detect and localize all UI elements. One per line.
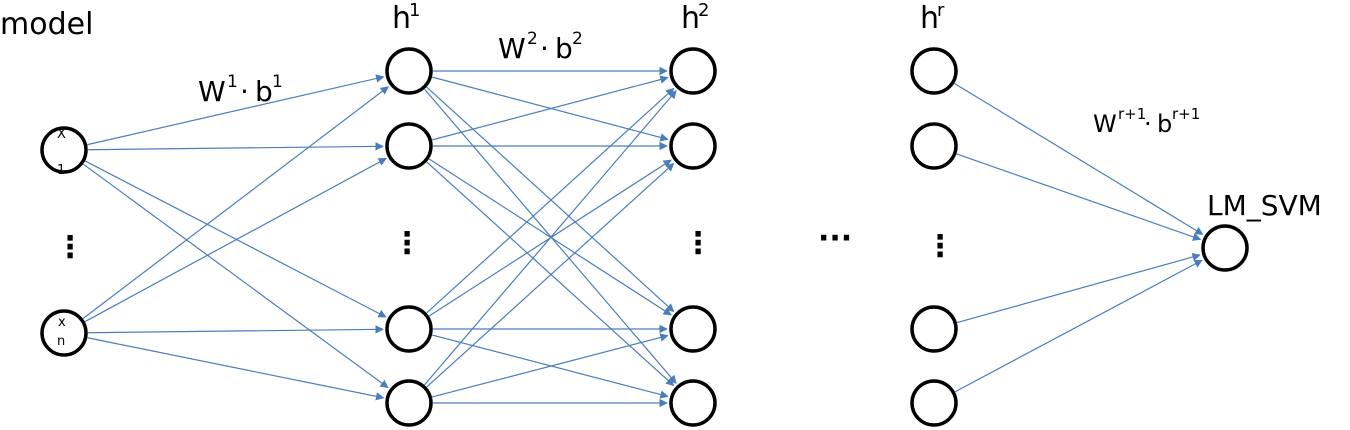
svg-text:W: W — [1093, 110, 1117, 138]
h2-node-4 — [669, 379, 717, 427]
input-h1-edge-4 — [82, 163, 389, 389]
svg-text:b: b — [555, 32, 573, 65]
h2-ellipsis: ⋮ — [683, 226, 713, 261]
hr-node-4 — [910, 379, 958, 427]
svg-text:1: 1 — [272, 72, 283, 92]
output-label: LM_SVM — [1207, 189, 1322, 222]
svg-text:r+1: r+1 — [1172, 105, 1200, 123]
hr-node-2 — [910, 122, 958, 170]
svg-text:r+1: r+1 — [1118, 105, 1146, 123]
h1-h2-edge-8 — [426, 161, 675, 387]
hr-output-edge-3 — [956, 252, 1201, 324]
h2-node-2 — [669, 122, 717, 170]
hr-output-edge-2 — [956, 153, 1202, 241]
h1-ellipsis: ⋮ — [392, 226, 422, 261]
input-node-xn — [40, 309, 88, 357]
hr-node-3 — [910, 305, 958, 353]
svg-text:·: · — [540, 32, 549, 65]
input-h1-edge-8 — [87, 337, 385, 401]
h2-label: h 2 — [681, 0, 709, 36]
h2-node-1 — [669, 47, 717, 95]
input-h1-edge-6 — [84, 157, 387, 323]
h1-h2-edge-4 — [424, 88, 677, 384]
edges — [82, 66, 1204, 408]
input-node-x1 — [40, 126, 88, 174]
svg-text:h: h — [681, 1, 700, 36]
svg-text:2: 2 — [527, 29, 538, 49]
input-xn-top: x — [58, 315, 66, 330]
input-h1-edge-7 — [87, 325, 384, 334]
hr-output-edge-4 — [954, 259, 1203, 393]
h1-h2-edge-3 — [426, 86, 675, 313]
input-h1-edge-5 — [82, 86, 389, 319]
nodes — [40, 47, 1249, 427]
h1-h2-edge-13 — [424, 90, 677, 386]
input-h1-edge-1 — [87, 74, 385, 146]
weights-r-label: W r+1 · b r+1 — [1093, 105, 1200, 138]
h1-label: h 1 — [392, 0, 420, 36]
h1-h2-edge-9 — [426, 87, 675, 314]
svg-text:2: 2 — [572, 29, 583, 49]
h1-h2-edge-5 — [432, 75, 669, 141]
svg-text:r: r — [937, 0, 945, 21]
h1-node-4 — [385, 379, 433, 427]
h1-h2-edge-14 — [426, 162, 675, 388]
svg-text:1: 1 — [409, 0, 420, 21]
input-ellipsis: ⋮ — [55, 230, 85, 265]
svg-text:h: h — [392, 1, 411, 36]
output-node-lm-svm — [1201, 224, 1249, 272]
svg-text:b: b — [1157, 110, 1172, 138]
h1-h2-edge-7 — [428, 158, 672, 316]
svg-text:2: 2 — [698, 0, 709, 21]
svg-text:·: · — [240, 75, 249, 108]
weights-1-label: W 1 · b 1 — [198, 72, 283, 108]
svg-text:·: · — [1144, 110, 1152, 138]
hr-ellipsis: ⋮ — [925, 229, 955, 264]
svg-text:h: h — [920, 1, 939, 36]
weights-2-label: W 2 · b 2 — [498, 29, 583, 65]
layers-ellipsis: ··· — [818, 221, 852, 256]
h1-node-2 — [385, 122, 433, 170]
input-h1-edge-3 — [85, 160, 387, 318]
h2-node-3 — [669, 305, 717, 353]
svg-text:1: 1 — [227, 72, 238, 92]
svg-text:b: b — [255, 75, 273, 108]
hr-node-1 — [910, 47, 958, 95]
input-x1-top: X — [57, 127, 66, 142]
h1-node-1 — [385, 47, 433, 95]
input-xn-bottom: n — [57, 334, 65, 349]
model-label: model — [0, 7, 93, 42]
hr-label: h r — [920, 0, 945, 36]
hr-output-edge-1 — [954, 82, 1204, 236]
h1-node-3 — [385, 305, 433, 353]
input-h1-edge-2 — [87, 142, 384, 151]
svg-text:W: W — [198, 75, 226, 108]
input-x1-bottom: 1 — [57, 163, 65, 178]
svg-text:W: W — [498, 32, 526, 65]
h1-h2-edge-15 — [432, 333, 669, 398]
